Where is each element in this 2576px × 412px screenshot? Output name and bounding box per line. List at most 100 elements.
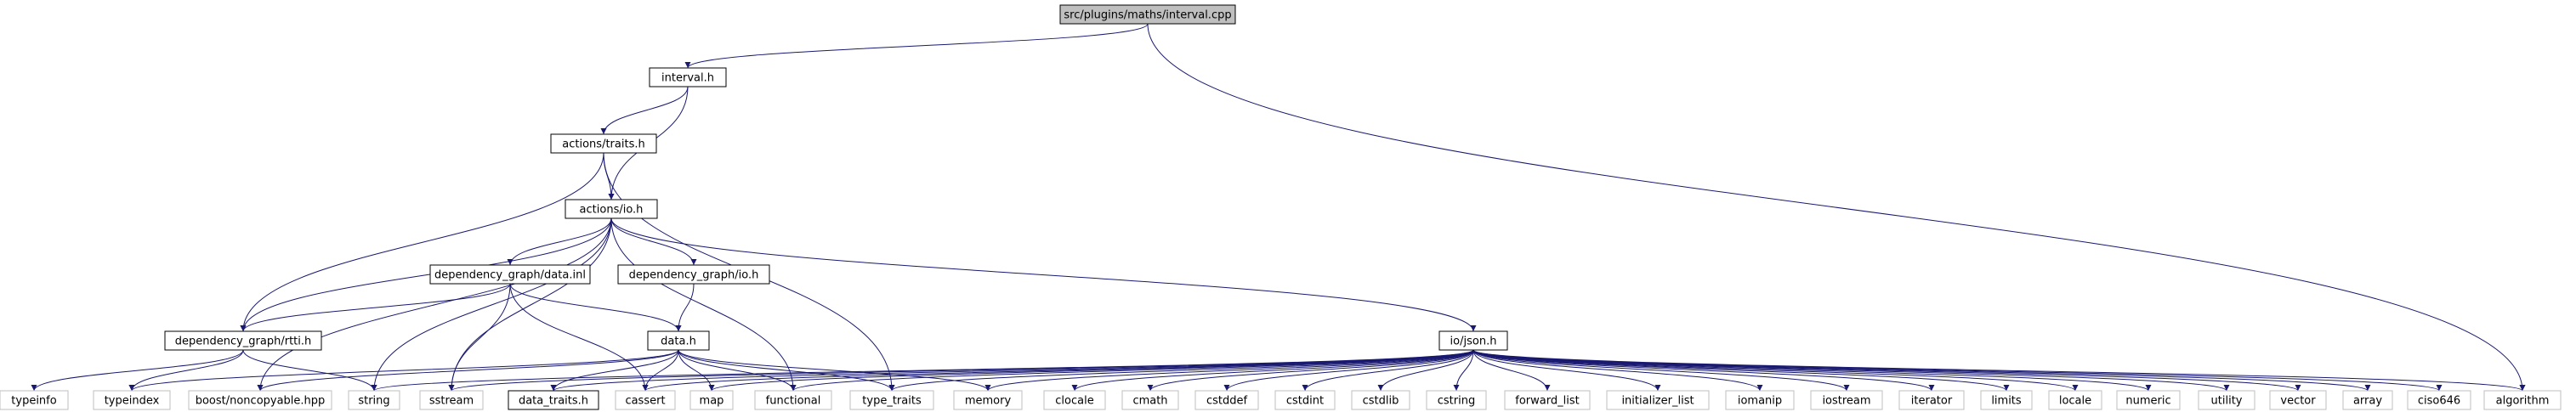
- node-functional: functional: [754, 390, 832, 410]
- node-data-h[interactable]: data.h: [647, 330, 710, 351]
- edge-rtti_h-to-typeinfo: [31, 349, 244, 392]
- node-noncopyable: boost/noncopyable.hpp: [188, 390, 332, 410]
- node-numeric: numeric: [2116, 390, 2181, 410]
- node-label: initializer_list: [1621, 395, 1694, 408]
- edge-layer: [31, 23, 2526, 392]
- node-label: clocale: [1055, 395, 1093, 408]
- edge-rtti_h-to-string: [242, 349, 377, 392]
- edge-data_h-to-memory: [678, 349, 991, 392]
- node-interval-h[interactable]: interval.h: [649, 67, 727, 87]
- edge-io_h-to-dg_data_inl: [507, 217, 612, 266]
- node-box: [1980, 390, 2033, 410]
- node-label: cstdlib: [1363, 395, 1399, 408]
- edge-json_h-to-limits: [1472, 349, 2010, 392]
- edge-io_h-to-string: [371, 217, 612, 392]
- node-box: [0, 390, 69, 410]
- node-box: [1438, 330, 1508, 351]
- node-string: string: [348, 390, 400, 410]
- node-interval-cpp[interactable]: src/plugins/maths/interval.cpp: [1059, 4, 1236, 25]
- node-box: [565, 199, 658, 219]
- node-label: actions/io.h: [580, 204, 644, 217]
- node-array: array: [2342, 390, 2393, 410]
- node-json-h[interactable]: io/json.h: [1438, 330, 1508, 351]
- edge-json_h-to-vector: [1472, 349, 2301, 392]
- node-label: vector: [2280, 395, 2316, 408]
- node-box: [1606, 390, 1710, 410]
- node-box: [348, 390, 400, 410]
- node-iostream: iostream: [1810, 390, 1883, 410]
- edge-json_h-to-cstring: [1453, 349, 1474, 392]
- node-initializer-list: initializer_list: [1606, 390, 1710, 410]
- node-label: actions/traits.h: [562, 138, 644, 151]
- node-box: [689, 390, 734, 410]
- node-label: data_traits.h: [519, 395, 588, 408]
- node-cstdlib: cstdlib: [1351, 390, 1410, 410]
- edge-data_h-to-functional: [678, 349, 797, 392]
- edge-io_h-to-rtti_h: [240, 217, 612, 332]
- node-box: [647, 330, 710, 351]
- node-label: dependency_graph/data.inl: [434, 269, 586, 282]
- node-dg-data-inl[interactable]: dependency_graph/data.inl: [429, 264, 591, 285]
- node-box: [164, 330, 322, 351]
- edge-dg_data_inl-to-cassert: [509, 283, 649, 392]
- node-box: [2483, 390, 2562, 410]
- node-label: ciso646: [2418, 395, 2460, 408]
- node-box: [617, 264, 770, 285]
- edge-json_h-to-initializer_list: [1472, 349, 1661, 392]
- node-label: boost/noncopyable.hpp: [196, 395, 326, 408]
- node-box: [2342, 390, 2393, 410]
- node-box: [2407, 390, 2471, 410]
- node-label: cstddef: [1206, 395, 1248, 408]
- node-label: dependency_graph/rtti.h: [175, 336, 312, 348]
- node-ciso646: ciso646: [2407, 390, 2471, 410]
- node-box: [1898, 390, 1965, 410]
- edge-json_h-to-forward_list: [1472, 349, 1551, 392]
- node-label: dependency_graph/io.h: [629, 269, 759, 282]
- edge-json_h-to-sstream: [448, 349, 1474, 392]
- node-cstring: cstring: [1426, 390, 1487, 410]
- edge-io_h-to-noncopyable: [257, 217, 612, 392]
- node-cmath: cmath: [1121, 390, 1179, 410]
- edge-io_h-to-json_h: [610, 217, 1477, 332]
- node-rtti-h[interactable]: dependency_graph/rtti.h: [164, 330, 322, 351]
- node-label: type_traits: [862, 395, 922, 408]
- node-box: [2048, 390, 2102, 410]
- node-memory: memory: [953, 390, 1023, 410]
- edge-data_h-to-noncopyable: [257, 349, 679, 392]
- node-label: iterator: [1911, 395, 1953, 408]
- node-label: map: [700, 395, 724, 408]
- node-label: functional: [766, 395, 821, 408]
- node-box: [550, 133, 657, 154]
- node-iterator: iterator: [1898, 390, 1965, 410]
- edge-json_h-to-cmath: [1147, 349, 1474, 392]
- node-data-traits-h[interactable]: data_traits.h: [508, 390, 599, 410]
- node-box: [419, 390, 484, 410]
- edge-json_h-to-map: [708, 349, 1474, 392]
- node-box: [429, 264, 591, 285]
- edge-traits_h-to-rtti_h: [240, 152, 604, 332]
- node-sstream: sstream: [419, 390, 484, 410]
- node-cstdint: cstdint: [1274, 390, 1336, 410]
- node-map: map: [689, 390, 734, 410]
- node-box: [754, 390, 832, 410]
- node-label: memory: [965, 395, 1012, 408]
- node-algorithm: algorithm: [2483, 390, 2562, 410]
- edge-json_h-to-cstdlib: [1377, 349, 1474, 392]
- edge-json_h-to-array: [1472, 349, 2371, 392]
- node-box: [1351, 390, 1410, 410]
- node-label: interval.h: [661, 72, 714, 85]
- node-label: numeric: [2125, 395, 2170, 408]
- node-label: cmath: [1132, 395, 1167, 408]
- node-label: locale: [2059, 395, 2091, 408]
- node-box: [1725, 390, 1795, 410]
- node-box: [953, 390, 1023, 410]
- edge-dg_data_inl-to-sstream: [448, 283, 511, 392]
- node-io-h[interactable]: actions/io.h: [565, 199, 658, 219]
- node-layer: src/plugins/maths/interval.cpp interval.h…: [0, 4, 2562, 410]
- node-traits-h[interactable]: actions/traits.h: [550, 133, 657, 154]
- node-dg-io-h[interactable]: dependency_graph/io.h: [617, 264, 770, 285]
- node-label: io/json.h: [1450, 336, 1497, 348]
- node-iomanip: iomanip: [1725, 390, 1795, 410]
- node-utility: utility: [2198, 390, 2255, 410]
- node-label: src/plugins/maths/interval.cpp: [1064, 9, 1231, 22]
